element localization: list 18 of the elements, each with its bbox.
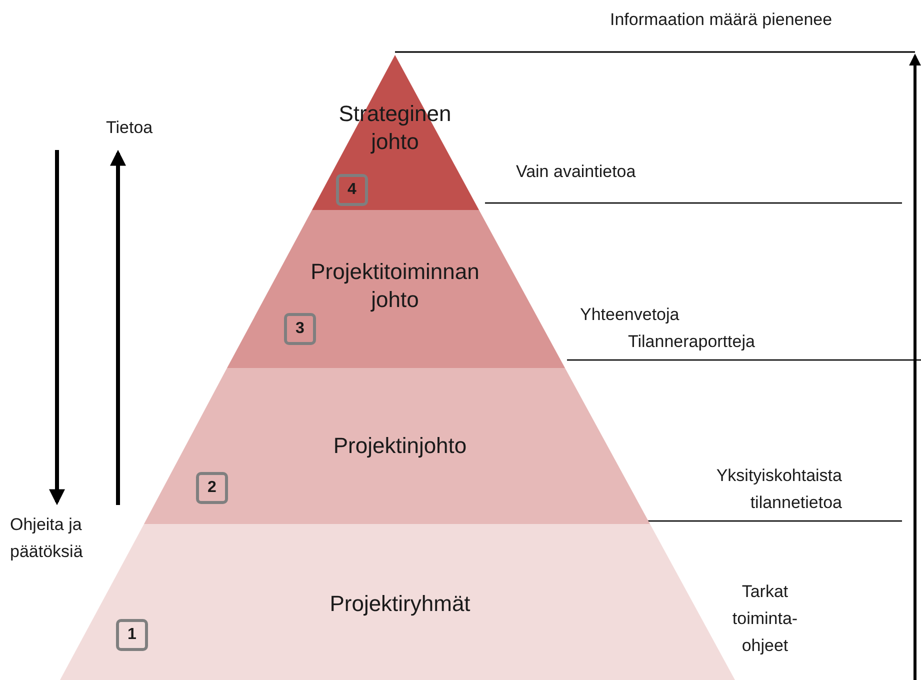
annotation-text: Yhteenvetoja [580, 304, 680, 326]
tier-label: Projektiryhmät [328, 590, 472, 618]
number-badge: 2 [196, 472, 228, 504]
annotation-text: Yksityiskohtaista tilannetietoa [715, 465, 842, 514]
number-badge: 4 [336, 174, 368, 206]
number-badge: 1 [116, 619, 148, 651]
annotation-text: Tilanneraportteja [628, 331, 755, 353]
annotation-text: Tietoa [106, 117, 153, 139]
annotation-text: Tarkat toiminta-ohjeet [731, 581, 799, 657]
annotation-text: Ohjeita ja päätöksiä [10, 514, 84, 563]
number-badge: 3 [284, 313, 316, 345]
pyramid-tier [312, 55, 479, 210]
tier-label: Projektitoiminnan johto [310, 258, 480, 314]
tier-label: Projektinjohto [332, 432, 468, 460]
pyramid-tier [144, 368, 650, 524]
annotation-text: Informaation määrä pienenee [610, 9, 832, 31]
annotation-text: Vain avaintietoa [516, 161, 636, 183]
pyramid-tier [227, 210, 565, 368]
